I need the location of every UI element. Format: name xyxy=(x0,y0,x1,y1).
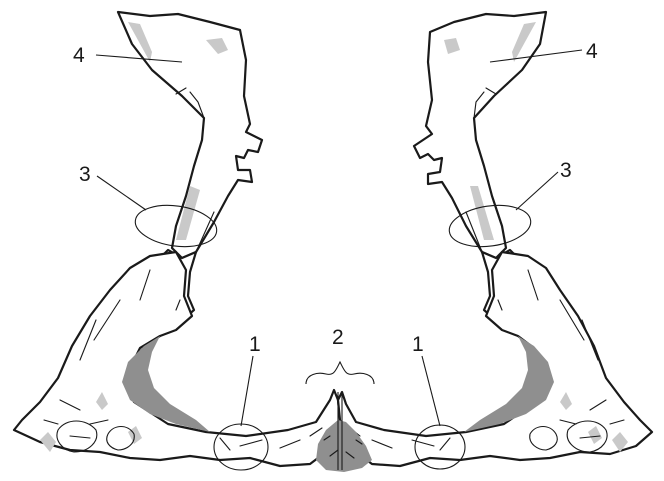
region-2-bracket xyxy=(306,362,374,384)
leader-3-right xyxy=(516,172,558,210)
label-1-left: 1 xyxy=(249,333,261,356)
label-4-right: 4 xyxy=(586,40,598,63)
label-1-right: 1 xyxy=(412,333,424,356)
leader-1-left xyxy=(241,356,253,426)
right-lower-body xyxy=(338,252,652,466)
leader-3-left xyxy=(97,176,146,210)
right-bone xyxy=(338,12,652,466)
label-3-right: 3 xyxy=(560,159,572,182)
label-2: 2 xyxy=(332,326,344,349)
label-3-left: 3 xyxy=(79,163,91,186)
left-lower-body xyxy=(14,252,340,466)
label-4-left: 4 xyxy=(73,44,85,67)
leader-1-right xyxy=(422,356,440,426)
left-bone xyxy=(14,12,340,466)
